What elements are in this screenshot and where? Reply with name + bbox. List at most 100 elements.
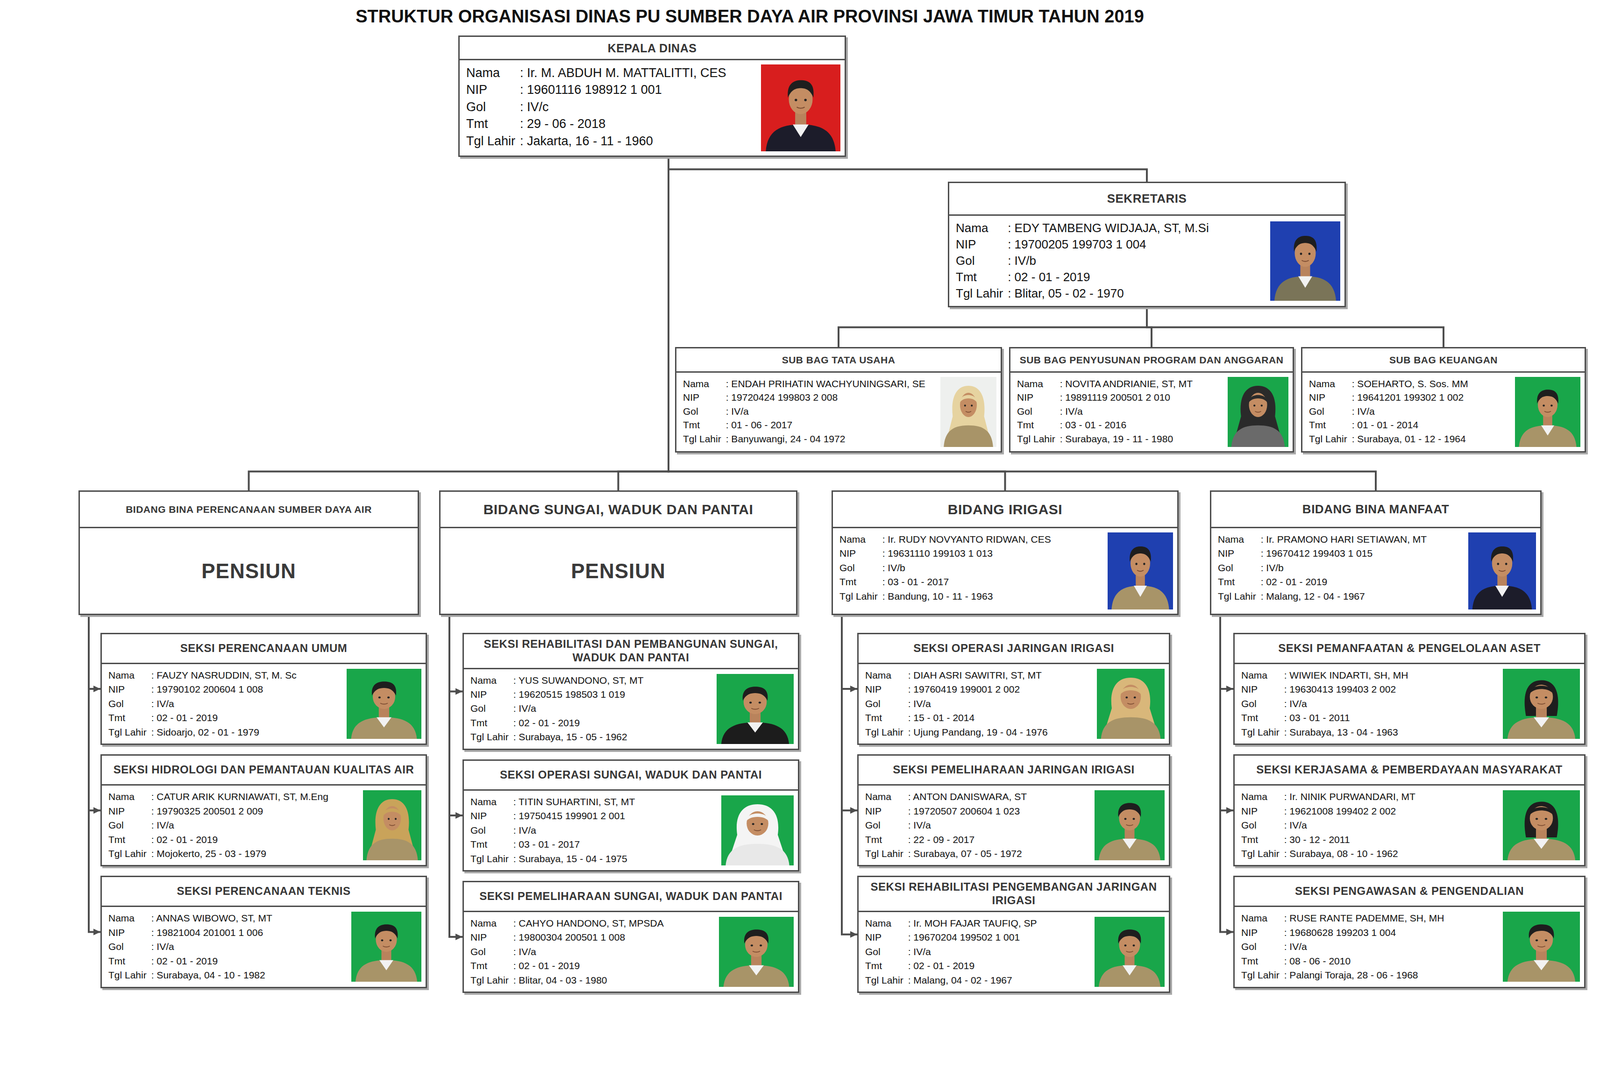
photo-shape [749,701,752,704]
field-value: : Ir. PRAMONO HARI SETIAWAN, MT [1260,532,1465,547]
field-label: Tmt [1308,418,1348,432]
field-label: NIP [1217,546,1257,561]
field-value: : 30 - 12 - 2011 [1284,832,1499,847]
photo-shape [721,795,794,866]
field-value: : Bandung, 10 - 11 - 1963 [882,589,1104,604]
portrait-photo [1514,376,1581,448]
field-label: Tgl Lahir [1217,589,1257,604]
photo-shape [382,808,402,818]
connector-line [841,615,858,935]
photo-shape [380,703,388,705]
photo-shape [959,395,978,404]
field-label: Nama [1016,376,1056,391]
field-value: : 19720424 199803 2 008 [725,390,937,405]
field-label: Nama [1308,376,1348,391]
field-label: Tmt [1241,954,1280,969]
field-label: Tgl Lahir [865,846,904,861]
header-band: SEKSI PEMANFAATAN & PENGELOLAAN ASET [1234,634,1585,665]
connector-line [1220,615,1234,690]
field-label: Tgl Lahir [470,973,509,988]
photo-shape [1270,221,1341,301]
position-title: SEKSI HIDROLOGI DAN PEMANTAUAN KUALITAS … [113,763,415,777]
body-panel: Nama: EDY TAMBENG WIDJAJA, ST, M.SiNIP: … [949,215,1345,306]
photo-shape [1308,252,1311,256]
photo-shape [716,674,794,745]
field-value: : Malang, 04 - 02 - 1967 [908,973,1091,988]
field-value: : 15 - 01 - 2014 [908,711,1093,726]
header-band: SUB BAG TATA USAHA [676,348,1001,373]
field-label: Gol [108,818,147,833]
field-value: : DIAH ASRI SAWITRI, ST, MT [908,668,1093,683]
field-label: NIP [1241,925,1280,940]
field-value: : IV/b [1007,252,1266,270]
connector-line [618,156,669,491]
header-band: SEKSI PEMELIHARAAN JARINGAN IRIGASI [858,755,1169,786]
photo-shape [1132,944,1136,947]
body-panel: Nama: NOVITA ANDRIANIE, ST, MTNIP: 19891… [1010,372,1293,452]
field-label: Tmt [108,711,147,726]
photo-shape [351,911,422,982]
photo-shape [1535,817,1538,820]
photo-shape [1231,425,1285,448]
body-panel: Nama: Ir. RUDY NOVYANTO RIDWAN, CESNIP: … [832,528,1178,614]
photo-shape [1533,960,1550,971]
field-value: : IV/a [908,818,1091,833]
body-panel: Nama: Ir. PRAMONO HARI SETIAWAN, MTNIP: … [1211,528,1541,614]
photo-shape [792,124,809,138]
field-label: Tgl Lahir [470,730,509,745]
position-box: SUB BAG KEUANGANNama: SOEHARTO, S. Sos. … [1301,347,1586,453]
body-panel: PENSIUN [440,528,797,614]
field-label: Nama [682,376,722,391]
photo-shape [1107,532,1174,610]
field-value: : Surabaya, 08 - 10 - 1962 [1284,846,1499,861]
field-value: : 02 - 01 - 2019 [1007,269,1266,286]
photo-shape [1255,411,1262,413]
body-panel: Nama: ANNAS WIBOWO, ST, MTNIP: 19821004 … [101,907,426,987]
field-label: Gol [1241,696,1280,712]
field-value: : Surabaya, 15 - 05 - 1962 [513,730,713,745]
photo-shape [748,965,764,976]
position-box: SUB BAG PENYUSUNAN PROGRAM DAN ANGGARANN… [1009,347,1295,453]
photo-shape [760,823,763,825]
photo-shape [378,696,381,699]
photo-shape [1514,376,1581,448]
photo-shape [1502,668,1580,740]
field-value: : 19621008 199402 2 002 [1284,804,1499,819]
field-label: Nama [1241,668,1280,683]
photo-shape [718,917,794,988]
photo-shape [1101,717,1161,740]
field-grid: Nama: YUS SUWANDONO, ST, MTNIP: 19620515… [470,673,713,745]
header-band: SEKSI REHABILITASI PENGEMBANGAN JARINGAN… [858,877,1169,913]
connector-line [449,615,463,816]
field-label: Nama [1241,911,1280,926]
field-value: : IV/a [725,404,937,419]
field-value: : ENDAH PRIHATIN WACHYUNINGSARI, SE [725,376,937,391]
field-grid: Nama: FAUZY NASRUDDIN, ST, M. ScNIP: 197… [108,668,343,740]
field-value: : 19630413 199403 2 002 [1284,682,1499,697]
portrait-photo [1468,532,1536,610]
photo-shape [1098,965,1161,988]
photo-shape [1533,717,1550,728]
field-label: Nama [865,916,904,931]
position-box: SEKSI OPERASI SUNGAI, WADUK DAN PANTAINa… [462,759,800,872]
field-label: Tmt [1217,575,1257,590]
field-value: : 29 - 06 - 2018 [519,115,757,133]
photo-shape [1502,911,1580,982]
field-label: Tmt [108,954,147,969]
position-box: SEKSI PENGAWASAN & PENGENDALIANNama: RUS… [1233,875,1586,989]
position-title: KEPALA DINAS [607,41,697,56]
photo-shape [1253,404,1256,407]
body-panel: Nama: CAHYO HANDONO, ST, MPSDANIP: 19800… [463,912,798,992]
field-label: NIP [108,682,147,697]
photo-shape [1133,585,1147,598]
field-label: Tmt [108,832,147,847]
photo-shape [1544,411,1551,413]
photo-shape [1550,404,1553,407]
field-value: : Blitar, 05 - 02 - 1970 [1007,285,1266,302]
position-box: SEKSI PERENCANAAN TEKNISNama: ANNAS WIBO… [100,875,427,989]
photo-shape [1537,703,1546,705]
header-band: KEPALA DINAS [459,36,845,61]
photo-shape [803,98,807,101]
portrait-photo [1096,668,1165,740]
field-value: : IV/a [908,945,1091,960]
